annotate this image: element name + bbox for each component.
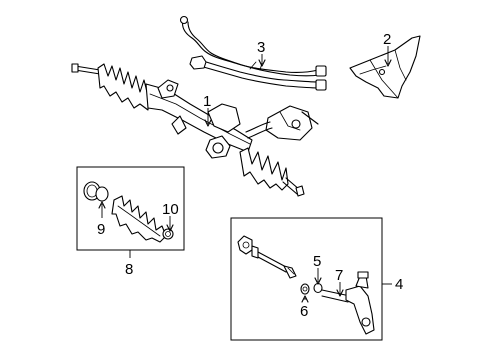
- callout-5: 5: [313, 253, 321, 270]
- callout-7: 7: [335, 267, 343, 284]
- steering-rack: [71, 63, 319, 197]
- heat-shield: [349, 35, 421, 99]
- tie-rod-kit-parts: [237, 235, 375, 335]
- boot-kit-parts: [83, 181, 174, 243]
- callout-1: 1: [203, 93, 211, 110]
- callout-4: 4: [395, 276, 403, 293]
- callout-10: 10: [162, 201, 179, 218]
- tie-rod-kit-box: [230, 217, 383, 341]
- callout-9: 9: [97, 221, 105, 238]
- callout-8: 8: [125, 261, 133, 278]
- callout-6: 6: [300, 303, 308, 320]
- boot-kit-box: [76, 166, 185, 251]
- wiring-harness: [179, 15, 327, 91]
- callout-2: 2: [383, 31, 391, 48]
- callout-3: 3: [257, 39, 265, 56]
- leader-lines: [98, 46, 392, 303]
